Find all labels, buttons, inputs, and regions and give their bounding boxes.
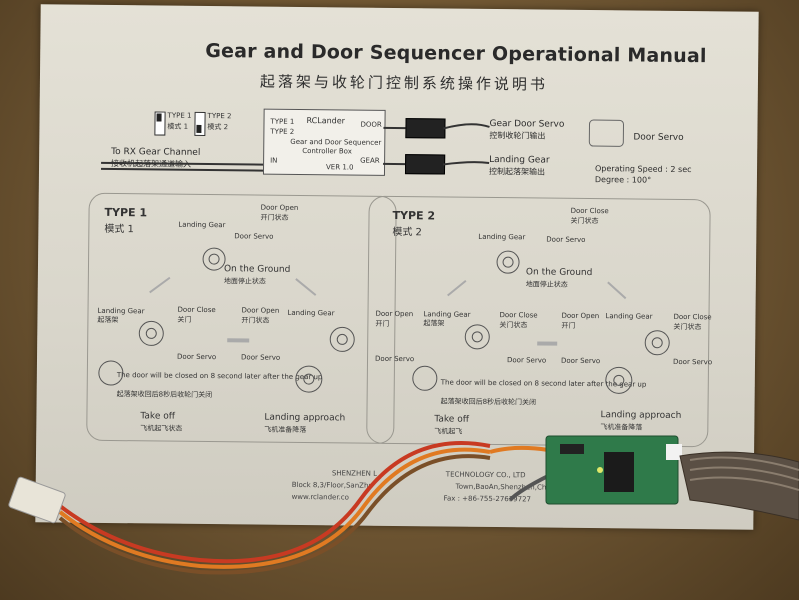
hardware-photo-layer: [8, 435, 799, 575]
diagram-artwork: [98, 119, 670, 394]
